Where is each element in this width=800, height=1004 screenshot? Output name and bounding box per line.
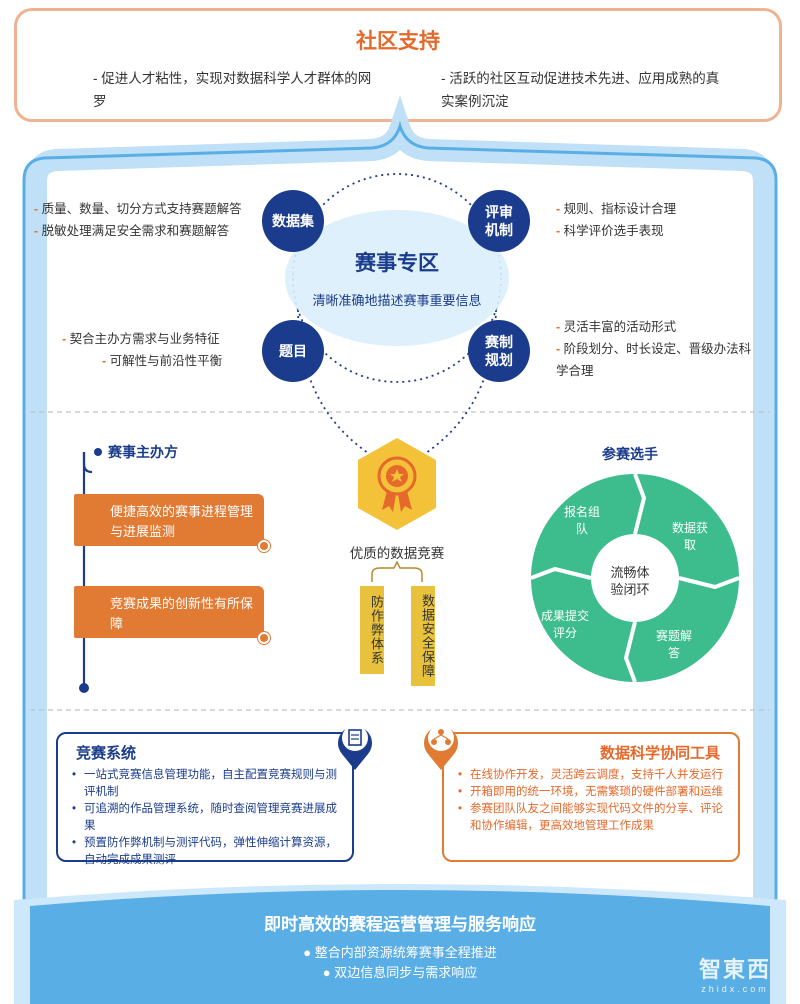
center-tag-anticheat: 防作弊体系 bbox=[360, 586, 384, 674]
tools-card: 数据科学协同工具 在线协作开发，灵活跨云调度，支持千人并发运行 开箱即用的统一环… bbox=[442, 732, 740, 862]
list-item: 预置防作弊机制与测评代码，弹性伸缩计算资源，自动完成成果测评 bbox=[72, 835, 338, 869]
list-item: 一站式竞赛信息管理功能，自主配置竞赛规则与测评机制 bbox=[72, 767, 338, 801]
participant-cycle bbox=[530, 473, 740, 683]
team-pin-icon bbox=[424, 725, 458, 770]
zone-right-top-list: - 规则、指标设计合理 - 科学评价选手表现 bbox=[556, 198, 676, 242]
center-label: 优质的数据竞赛 bbox=[349, 546, 445, 561]
footer-item-2: ● 双边信息同步与需求响应 bbox=[322, 965, 478, 980]
system-title: 竞赛系统 bbox=[76, 745, 137, 762]
list-item: - 契合主办方需求与业务特征 bbox=[62, 332, 220, 346]
community-support-title: 社区支持 bbox=[356, 30, 440, 53]
community-support-right: - 活跃的社区互动促进技术先进、应用成熟的真实案例沉淀 bbox=[441, 71, 720, 109]
list-item: - 阶段划分、时长设定、晋级办法科学合理 bbox=[556, 342, 752, 378]
list-item: 可追溯的作品管理系统，随时查阅管理竞赛进展成果 bbox=[72, 801, 338, 835]
zone-subtitle: 清晰准确地描述赛事重要信息 bbox=[312, 293, 482, 308]
organizer-item-dot bbox=[258, 632, 270, 644]
zone-right-bottom-list: - 灵活丰富的活动形式 - 阶段划分、时长设定、晋级办法科学合理 bbox=[556, 316, 756, 382]
document-pin-icon bbox=[338, 725, 372, 770]
organizer-item-2: 竞赛成果的创新性有所保障 bbox=[74, 586, 270, 644]
footer-title: 即时高效的赛程运营管理与服务响应 bbox=[264, 915, 536, 934]
cycle-step-signup: 报名组队 bbox=[564, 505, 601, 536]
list-item: - 脱敏处理满足安全需求和赛题解答 bbox=[34, 224, 230, 238]
list-item: 参赛团队队友之间能够实现代码文件的分享、评论和协作编辑，更高效地管理工作成果 bbox=[458, 801, 724, 835]
list-item: - 质量、数量、切分方式支持赛题解答 bbox=[34, 202, 242, 216]
zone-left-bottom-list: - 契合主办方需求与业务特征 - 可解性与前沿性平衡 bbox=[62, 328, 222, 372]
hub-topic: 题目 bbox=[262, 320, 324, 382]
system-list: 一站式竞赛信息管理功能，自主配置竞赛规则与测评机制 可追溯的作品管理系统，随时查… bbox=[72, 767, 338, 869]
footer-item-1: ● 整合内部资源统筹赛事全程推进 bbox=[303, 945, 497, 960]
tools-list: 在线协作开发，灵活跨云调度，支持千人并发运行 开箱即用的统一环境，无需繁琐的硬件… bbox=[458, 767, 724, 835]
organizer-title: 赛事主办方 bbox=[108, 444, 178, 460]
cycle-step-solve: 赛题解答 bbox=[656, 629, 693, 660]
list-item: - 灵活丰富的活动形式 bbox=[556, 320, 677, 334]
watermark-logo: 智東西 zhidx.com bbox=[698, 957, 771, 994]
hub-review: 评审机制 bbox=[468, 190, 530, 252]
cycle-step-data: 数据获取 bbox=[672, 521, 709, 552]
hub-review-label: 评审机制 bbox=[485, 204, 513, 238]
tools-title: 数据科学协同工具 bbox=[599, 745, 720, 762]
participants-title: 参赛选手 bbox=[602, 446, 658, 462]
list-item: - 科学评价选手表现 bbox=[556, 224, 664, 238]
zone-title: 赛事专区 bbox=[355, 252, 439, 275]
list-item: - 规则、指标设计合理 bbox=[556, 202, 677, 216]
hub-dataset: 数据集 bbox=[262, 190, 324, 252]
organizer-item-dot bbox=[258, 540, 270, 552]
system-card: 竞赛系统 一站式竞赛信息管理功能，自主配置竞赛规则与测评机制 可追溯的作品管理系… bbox=[56, 732, 354, 866]
organizer-item-1: 便捷高效的赛事进程管理与进展监测 bbox=[74, 494, 270, 552]
list-item: 开箱即用的统一环境，无需繁琐的硬件部署和运维 bbox=[458, 784, 724, 801]
cycle-core: 流畅体验闭环 bbox=[610, 565, 650, 597]
hub-format: 赛制规划 bbox=[468, 320, 530, 382]
center-tag-security: 数据安全保障 bbox=[411, 586, 435, 686]
hub-format-label: 赛制规划 bbox=[485, 334, 513, 368]
community-support-left: - 促进人才粘性，实现对数据科学人才群体的网罗 bbox=[93, 71, 372, 109]
cycle-step-submit: 成果提交评分 bbox=[540, 609, 589, 640]
award-badge-icon bbox=[358, 438, 436, 530]
list-item: - 可解性与前沿性平衡 bbox=[102, 354, 223, 368]
list-item: 在线协作开发，灵活跨云调度，支持千人并发运行 bbox=[458, 767, 724, 784]
zone-left-top-list: - 质量、数量、切分方式支持赛题解答 - 脱敏处理满足安全需求和赛题解答 bbox=[34, 198, 242, 242]
